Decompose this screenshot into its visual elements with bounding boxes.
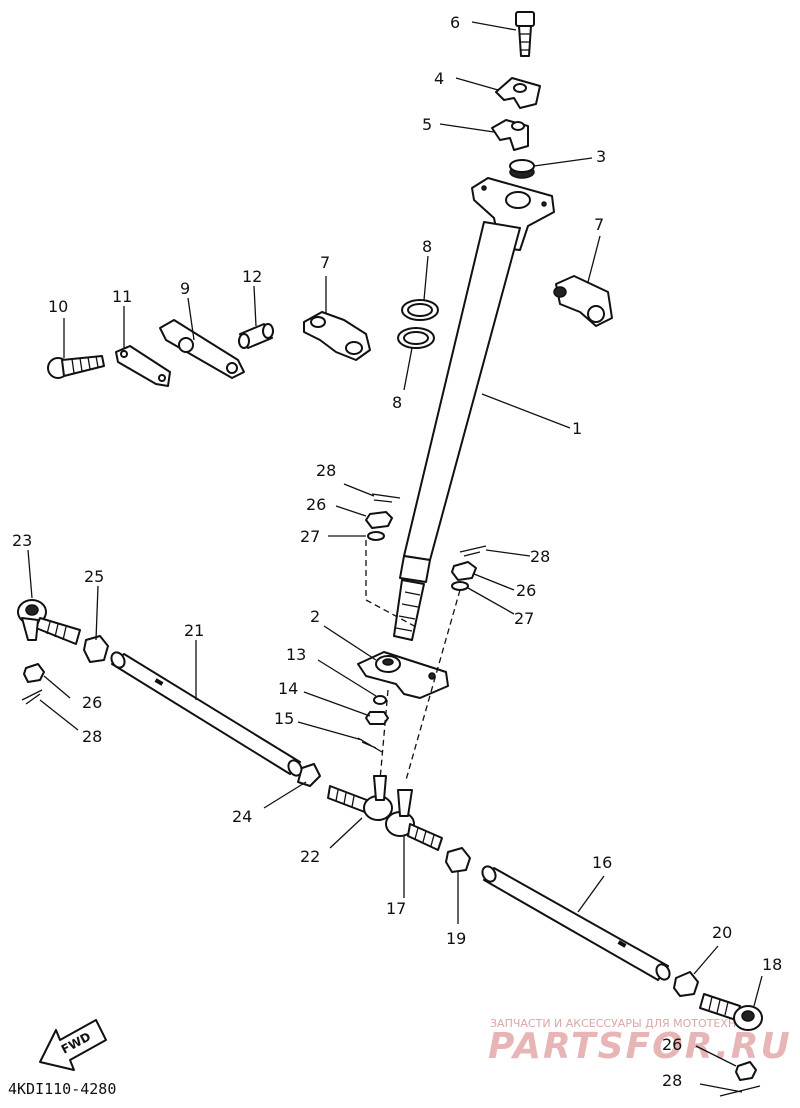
callout-13: 13 [286, 645, 306, 664]
washer-27 [367, 531, 385, 541]
callout-25: 25 [84, 567, 104, 586]
callout-26: 26 [306, 495, 326, 514]
nut-26 [365, 511, 393, 529]
shaft-spline [393, 579, 425, 641]
watermark: ЗАПЧАСТИ И АКСЕССУАРЫ ДЛЯ МОТОТЕХНИКИ PA… [488, 1017, 792, 1067]
leader-lines [27, 21, 763, 1067]
flange-bore [505, 191, 531, 209]
bolt-6 [515, 11, 535, 57]
callout-28: 28 [82, 727, 102, 746]
callout-5: 5 [422, 115, 432, 134]
callout-7: 7 [320, 253, 330, 272]
callout-26: 26 [82, 693, 102, 712]
tie-rod-end-18 [699, 993, 763, 1031]
shaft-upper-flange [471, 177, 555, 251]
nut-20 [673, 971, 699, 997]
washer-27 [451, 581, 469, 591]
callout-11: 11 [112, 287, 132, 306]
washer-13 [373, 695, 387, 705]
cotter-pin-28 [459, 545, 487, 557]
callout-28: 28 [662, 1071, 682, 1090]
cotter-pin-15 [357, 737, 383, 753]
callout-12: 12 [242, 267, 262, 286]
watermark-tagline: ЗАПЧАСТИ И АКСЕССУАРЫ ДЛЯ МОТОТЕХНИКИ [490, 1017, 760, 1030]
callout-16: 16 [592, 853, 612, 872]
flange-hole [481, 185, 487, 191]
tie-rod-end-22 [327, 775, 393, 821]
tie-rod-21 [111, 653, 301, 775]
alignment-line [365, 540, 419, 629]
callout-23: 23 [12, 531, 32, 550]
steering-shaft [393, 177, 555, 641]
shaft-tube [403, 221, 521, 561]
callout-24: 24 [232, 807, 252, 826]
alignment-line [405, 589, 461, 781]
callout-18: 18 [762, 955, 782, 974]
callout-19: 19 [446, 929, 466, 948]
nut-24 [297, 763, 321, 787]
callout-4: 4 [434, 69, 444, 88]
callout-27: 27 [514, 609, 534, 628]
nut-14 [365, 711, 389, 725]
clamp-4 [495, 77, 541, 109]
shaft-collar [399, 555, 431, 583]
callout-9: 9 [180, 279, 190, 298]
callout-14: 14 [278, 679, 298, 698]
callout-27: 27 [300, 527, 320, 546]
tie-rod-end-23 [17, 599, 81, 645]
alignment-line [379, 689, 389, 781]
watermark-brand: PARTSFOR.RU [488, 1026, 792, 1067]
callout-6: 6 [450, 13, 460, 32]
drawing-code: 4KDI110-4280 [8, 1080, 116, 1098]
callout-3: 3 [596, 147, 606, 166]
callout-8: 8 [422, 237, 432, 256]
arm-7-left [303, 311, 371, 361]
nut-26 [23, 663, 45, 683]
cotter-pin-28 [21, 689, 43, 705]
callout-26: 26 [516, 581, 536, 600]
callout-26: 26 [662, 1035, 682, 1054]
callout-7: 7 [594, 215, 604, 234]
callout-28: 28 [530, 547, 550, 566]
callout-17: 17 [386, 899, 406, 918]
spacer-12 [238, 323, 274, 349]
bushing-8-upper [401, 299, 439, 321]
holder-7-right [553, 275, 613, 327]
callout-28: 28 [316, 461, 336, 480]
collar-5 [491, 119, 529, 151]
nut-26 [451, 561, 477, 581]
callout-8: 8 [392, 393, 402, 412]
callout-1: 1 [572, 419, 582, 438]
callout-22: 22 [300, 847, 320, 866]
nut-25 [83, 635, 109, 663]
cap-3 [509, 159, 535, 179]
pitman-arm-2 [357, 651, 449, 699]
callout-10: 10 [48, 297, 68, 316]
cotter-pin-28 [371, 493, 401, 503]
nut-19 [445, 847, 471, 873]
callout-20: 20 [712, 923, 732, 942]
plate-9 [159, 319, 245, 379]
nut-26 [735, 1061, 757, 1081]
callout-labels: 6 4 5 3 7 7 8 8 1 10 11 9 12 28 26 27 28… [12, 13, 782, 1090]
flange-hole [541, 201, 547, 207]
tie-rod-end-17 [385, 789, 443, 851]
fwd-arrow-icon: FWD [39, 1019, 107, 1071]
callout-21: 21 [184, 621, 204, 640]
callout-15: 15 [274, 709, 294, 728]
washer-11 [115, 345, 171, 387]
tie-rod-16 [483, 867, 669, 981]
callout-2: 2 [310, 607, 320, 626]
bushing-8-lower [397, 327, 435, 349]
cotter-pin-28 [699, 1083, 761, 1097]
bolt-10 [47, 355, 105, 379]
